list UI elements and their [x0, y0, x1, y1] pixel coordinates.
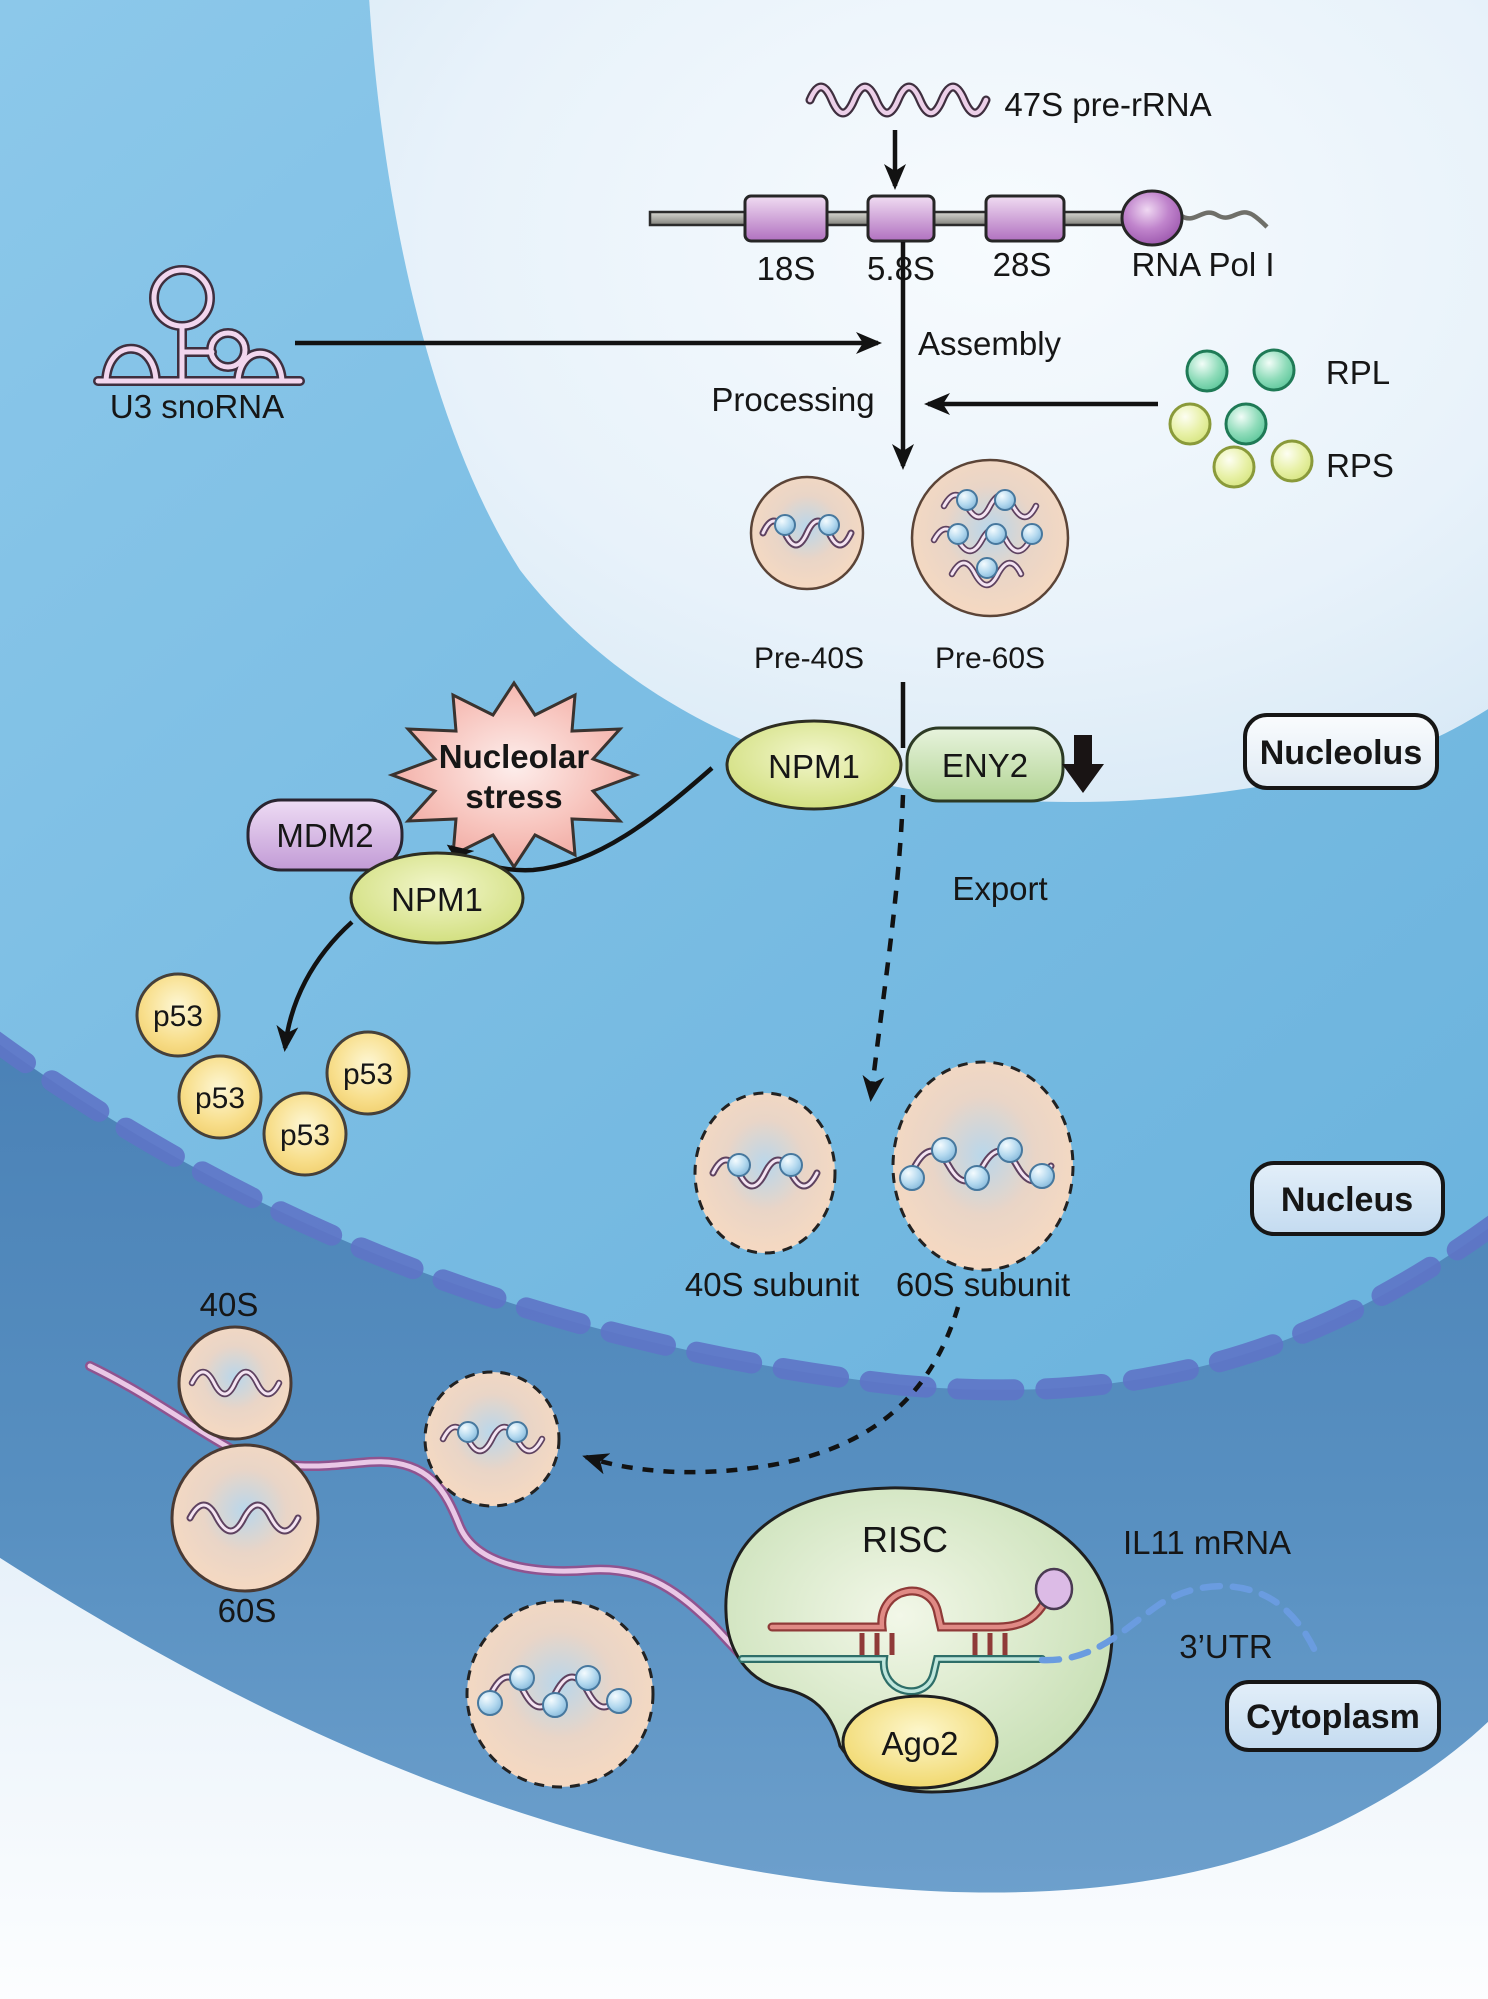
- rna-pol-i-label: RNA Pol I: [1131, 246, 1274, 283]
- gene-box-5-8s: [866, 194, 936, 243]
- pre-rrna-47s-strand: [805, 82, 991, 118]
- polymerase-tail: [1178, 210, 1269, 229]
- utr-3prime-label: 3’UTR: [1179, 1628, 1273, 1665]
- assembly-label: Assembly: [918, 325, 1062, 362]
- processing-label: Processing: [711, 381, 874, 418]
- utr-3prime-strand: [1038, 1582, 1322, 1664]
- p53-protein: [325, 1030, 411, 1116]
- pre-40s-particle: [749, 475, 865, 591]
- ribosome-40s: [177, 1325, 293, 1441]
- cytoplasmic-subunit-60s: [465, 1599, 655, 1789]
- ribosome-60s: [170, 1443, 320, 1593]
- subunit-60s-particle: [891, 1060, 1075, 1272]
- gene-label-28s: 28S: [993, 246, 1052, 283]
- export-label: Export: [952, 870, 1047, 907]
- p53-label: p53: [153, 1000, 203, 1033]
- nucleolar-stress-label-2: stress: [465, 778, 562, 815]
- risc-label: RISC: [862, 1519, 948, 1560]
- subunit-40s-label: 40S subunit: [685, 1266, 859, 1303]
- gene-box-18s: [743, 194, 829, 243]
- il11-mrna-label: IL11 mRNA: [1123, 1524, 1291, 1561]
- ago2-protein: [841, 1694, 999, 1790]
- rpl-proteins: [1185, 348, 1296, 446]
- rps-protein-dot: [1270, 439, 1314, 483]
- cytoplasmic-subunit-40s: [423, 1370, 561, 1508]
- ribosome-60s-label: 60S: [218, 1592, 277, 1629]
- npm1-nucleoplasmic: [349, 851, 525, 945]
- p53-label: p53: [280, 1119, 330, 1152]
- base-pairing-ticks: [859, 1633, 1008, 1655]
- ago2-label: Ago2: [881, 1725, 958, 1762]
- nuclear-envelope-membrane: [0, 1031, 1488, 1401]
- eny2-label: ENY2: [942, 747, 1028, 784]
- npm1-nucleolar: [725, 719, 903, 811]
- protein-dot: [774, 514, 796, 536]
- export-dashed-arrow: [862, 794, 906, 1102]
- p53-label: p53: [195, 1082, 245, 1115]
- rna-strand-fill: [807, 84, 989, 116]
- cytoplasm-label-box: Cytoplasm: [1225, 1680, 1441, 1752]
- rps-label: RPS: [1326, 447, 1394, 484]
- cytoplasm-label: Cytoplasm: [1246, 1698, 1420, 1736]
- rna-pol-i-blob: [1120, 189, 1184, 247]
- protein-dot: [818, 514, 840, 536]
- nucleolus-label-box: Nucleolus: [1243, 713, 1439, 790]
- u3-snorna-label: U3 snoRNA: [110, 388, 284, 425]
- rps-protein-dot: [1212, 445, 1256, 489]
- u3-snorna-structure: [93, 265, 305, 386]
- nucleolar-stress-label-1: Nucleolar: [439, 738, 590, 775]
- npm1-nucleolar-label: NPM1: [768, 748, 860, 785]
- p53-proteins: p53 p53 p53 p53: [135, 972, 411, 1177]
- p53-stabilization-arrow: [276, 920, 354, 1052]
- nucleolar-stress-star: [387, 680, 641, 870]
- rps-protein-dot: [1168, 402, 1212, 446]
- risc-complex-body: [724, 1486, 1114, 1794]
- ribosome-40s-label: 40S: [200, 1286, 259, 1323]
- rpl-protein-dot: [1252, 348, 1296, 392]
- mirna-end-cap: [1034, 1567, 1074, 1611]
- rpl-protein-dot: [1185, 349, 1229, 393]
- gene-label-18s: 18S: [757, 250, 816, 287]
- subunit-40s-particle: [693, 1091, 837, 1255]
- downregulation-arrow-icon: [1062, 735, 1104, 793]
- subunit-60s-label: 60S subunit: [896, 1266, 1070, 1303]
- rpl-label: RPL: [1326, 354, 1390, 391]
- rps-proteins: [1168, 402, 1314, 489]
- p53-protein: [135, 972, 221, 1058]
- p53-protein: [262, 1091, 348, 1177]
- target-mrna-strand: [738, 1655, 1046, 1696]
- pre-rrna-47s-label: 47S pre-rRNA: [1004, 86, 1211, 123]
- p53-protein: [177, 1054, 263, 1140]
- nucleus-label-box: Nucleus: [1250, 1161, 1445, 1236]
- pre-60s-particle: [910, 458, 1070, 618]
- gene-box-28s: [984, 194, 1066, 243]
- nucleolus-label: Nucleolus: [1260, 734, 1422, 772]
- extracellular-area: [0, 1557, 1488, 1999]
- pre-40s-label: Pre-40S: [754, 642, 864, 675]
- mirna-strand: [767, 1586, 1052, 1632]
- p53-label: p53: [343, 1058, 393, 1091]
- mdm2-label: MDM2: [276, 817, 373, 854]
- nucleus-label: Nucleus: [1281, 1181, 1413, 1219]
- rpl-protein-dot: [1224, 402, 1268, 446]
- npm1-nucleoplasmic-label: NPM1: [391, 881, 483, 918]
- rdna-gene-diagram: [648, 189, 1269, 247]
- pre-60s-label: Pre-60S: [935, 642, 1045, 675]
- mdm2-protein: [246, 798, 404, 872]
